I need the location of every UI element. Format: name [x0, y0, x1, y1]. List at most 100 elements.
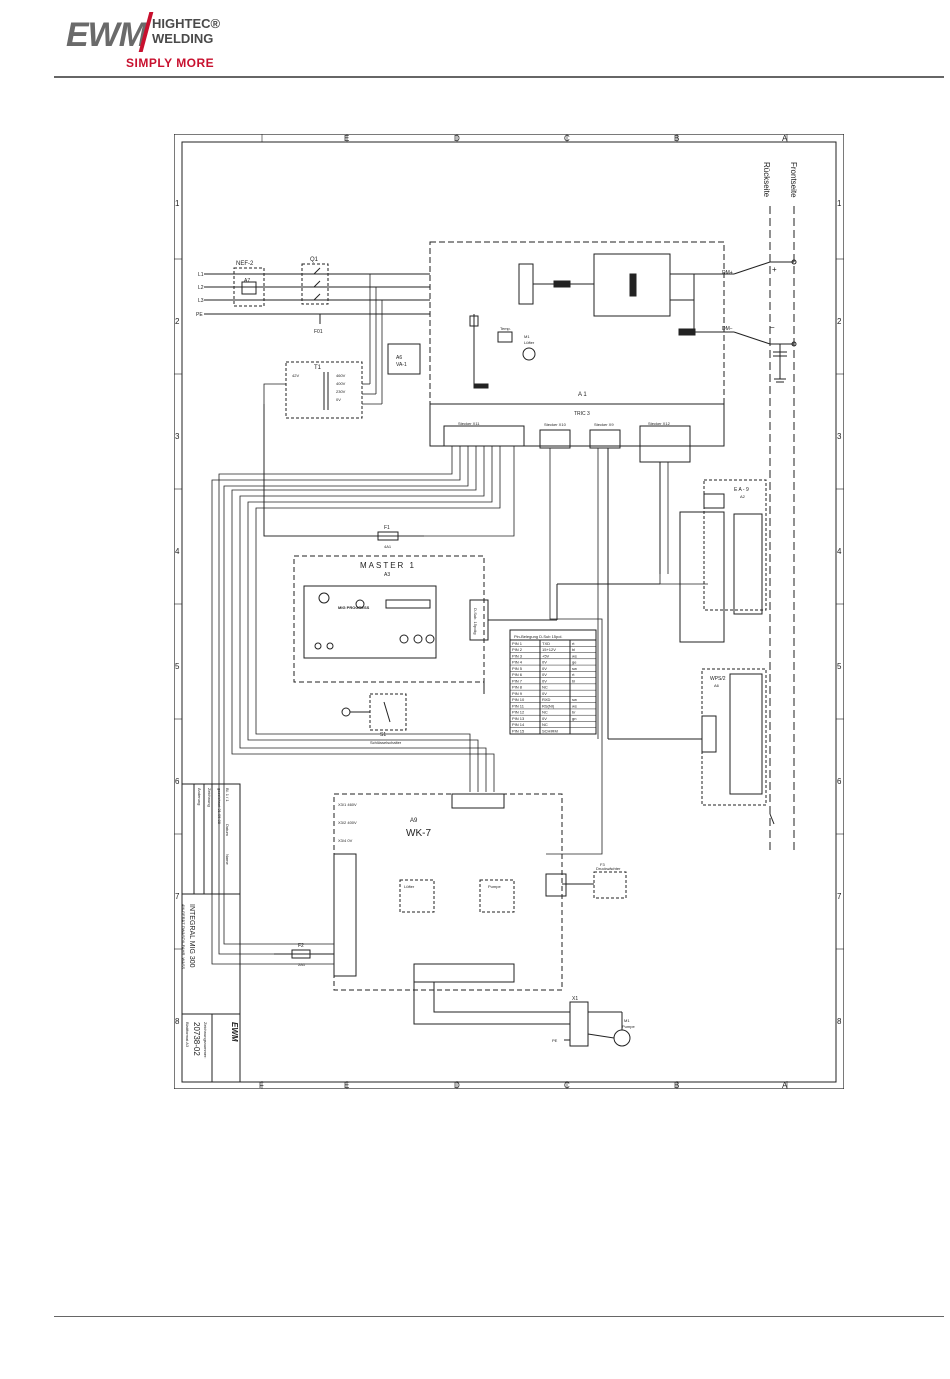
- edge-letter: F: [259, 1081, 264, 1089]
- pin-table-cell: PIN 13: [512, 716, 525, 721]
- logo-hightec-welding: HIGHTEC®WELDING: [152, 16, 221, 46]
- pin-table-cell: PIN 2: [512, 647, 523, 652]
- plug-x11-label: Stecker X11: [458, 421, 480, 426]
- drawing-number-label: Zeichnungsnummer:: [203, 1022, 208, 1058]
- wiring-harness: [211, 274, 708, 965]
- pin-table-cell: ge: [572, 660, 577, 665]
- pin-table-cell: 0V: [542, 678, 547, 683]
- edge-letter: C: [564, 1081, 570, 1089]
- footer-rule: [54, 1316, 944, 1317]
- edge-number: 4: [175, 547, 180, 556]
- pin-table-cell: TXD: [542, 641, 550, 646]
- pin-table-cell: sw: [572, 697, 577, 702]
- edge-letter: E: [344, 134, 349, 143]
- tap-label: 400V: [336, 381, 346, 386]
- pin-table-cell: PIN 11: [512, 703, 525, 708]
- pin-table-cell: rt: [572, 641, 575, 646]
- temp-label: Temp.: [500, 326, 511, 331]
- fuse-f2: F2 2A1: [291, 943, 311, 967]
- fuse-f1-name: F1: [384, 525, 390, 531]
- transformer-label: T1: [314, 365, 322, 371]
- ea-board: E A - 9 A2: [659, 462, 767, 643]
- pin-table-cell: PIN 1: [512, 641, 523, 646]
- edge-letter: D: [454, 134, 460, 143]
- key-switch-s1: S1 Schlüsselschalter: [341, 693, 407, 745]
- pin-table-cell: PIN 12: [512, 710, 525, 715]
- pin-table-cell: PIN 15: [512, 729, 525, 734]
- va-label: VA-1: [396, 362, 407, 368]
- pin-table-cell: PIN 9: [512, 691, 523, 696]
- terminal-label: X1: [572, 996, 578, 1002]
- dm-minus-label: DM−: [722, 326, 733, 332]
- ea-board-ref: A2: [740, 494, 746, 499]
- sheet-format: Blattformat A3: [185, 1022, 190, 1048]
- title-block-sheet: Bl. 1 / 1: [225, 788, 230, 802]
- pin-table-cell: PIN 8: [512, 685, 523, 690]
- pressure-switch-label: Druckwächter: [596, 866, 621, 871]
- inverter-label: A 1: [578, 392, 587, 398]
- plug-x12-label: Stecker X12: [648, 421, 671, 426]
- wps-title: WPS/2: [710, 676, 726, 682]
- title-block-date: Datum: [225, 824, 230, 836]
- pin-table-cell: ws: [572, 653, 577, 658]
- cooler-ref: A9: [410, 818, 418, 824]
- pin-table-cell: NC: [542, 722, 548, 727]
- edge-letter: A: [782, 1081, 788, 1089]
- wps-board: WPS/2 A6: [607, 448, 775, 825]
- cooler-fan-label: Lüfter: [404, 884, 415, 889]
- fuse-f2-name: F2: [298, 943, 304, 949]
- title-block-name: Name: [225, 854, 230, 865]
- edge-number: 8: [175, 1017, 180, 1026]
- tap-label: 0V: [336, 397, 341, 402]
- pin-table-cell: PIN 6: [512, 672, 523, 677]
- plug-x10-label: Stecker X10: [544, 422, 567, 427]
- pin-table-cell: 0V: [542, 691, 547, 696]
- va-ref: A6: [396, 355, 402, 361]
- tap-label: 230V: [336, 389, 346, 394]
- fuse-f01-label: F01: [314, 329, 323, 335]
- edge-number: 2: [175, 317, 180, 326]
- pin-table-cell: 0V: [542, 660, 547, 665]
- pin-table-cell: PIN 3: [512, 653, 523, 658]
- pin-table-cell: gn: [572, 716, 576, 721]
- pe-label: PE: [552, 1038, 558, 1043]
- pin-table-cell: ws: [572, 703, 577, 708]
- pin-table-cell: 0V: [542, 666, 547, 671]
- edge-letter: B: [674, 134, 679, 143]
- edge-number: 3: [175, 432, 180, 441]
- title-block-row: Änderung: [197, 788, 202, 805]
- header-rule: [54, 76, 944, 78]
- dm-plus-label: DM+: [722, 270, 733, 276]
- ewm-logo: EWM HIGHTEC®WELDING SIMPLY MORE: [66, 10, 236, 72]
- pin-table-cell: 0V: [542, 716, 547, 721]
- back-side-label: Rückseite: [762, 162, 771, 198]
- pin-table-cell: br: [572, 710, 576, 715]
- edge-number: 5: [837, 662, 842, 671]
- master-dsub-label: D-Sub. 15polig: [473, 608, 478, 634]
- output-plus: +: [772, 265, 777, 274]
- board-label: TRIC 3: [574, 411, 590, 417]
- pump-motor-name: M1: [624, 1018, 630, 1023]
- fuse-f1: F1 4A1: [377, 525, 399, 549]
- circuit-diagram: E D C B A F E D C B A 1 2 3 4 5 6 7 8 1 …: [174, 134, 844, 1089]
- pin-table-cell: SCHIRM: [542, 729, 558, 734]
- master-title: MASTER 1: [360, 561, 416, 570]
- edge-number: 4: [837, 547, 842, 556]
- terminal-x1: X1 M1 Pumpe PE: [413, 982, 635, 1047]
- line-l3: L3: [198, 298, 204, 304]
- edge-number: 1: [837, 199, 842, 208]
- master-ref: A3: [384, 572, 390, 578]
- tap-label: 42V: [292, 373, 299, 378]
- logo-slogan: SIMPLY MORE: [126, 56, 215, 70]
- pin-table-cell: NC: [542, 710, 548, 715]
- filter-label: NEF-2: [236, 261, 254, 267]
- edge-number: 6: [837, 777, 842, 786]
- pin-table-cell: bl: [572, 678, 575, 683]
- pump-motor-label: Pumpe: [622, 1024, 635, 1029]
- board-plugs: Stecker X11 Stecker X10 Stecker X9 Steck…: [443, 421, 691, 463]
- edge-number: 3: [837, 432, 842, 441]
- transformer-t1: T1 42V 460V 400V 230V 0V: [285, 361, 363, 419]
- fuse-f1-value: 4A1: [384, 544, 392, 549]
- line-pe: PE: [196, 312, 203, 318]
- logo-brand: EWM: [66, 16, 147, 54]
